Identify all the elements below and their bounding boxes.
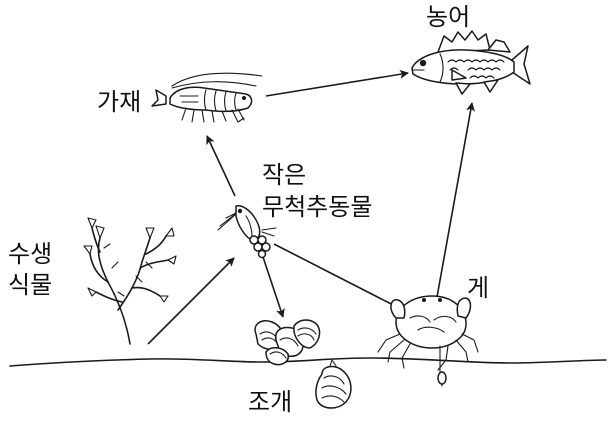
ground-line xyxy=(9,357,607,367)
arrow-invertebrate-to-clam xyxy=(261,253,285,318)
clam-illustration xyxy=(254,319,352,409)
label-small-invertebrate-line1: 작은 xyxy=(262,161,306,189)
label-bass: 농어 xyxy=(426,3,470,31)
aquatic-plant-illustration xyxy=(83,217,177,345)
label-crayfish: 가재 xyxy=(97,88,141,116)
arrow-plant-to-invertebrate xyxy=(147,257,235,345)
label-aquatic-plant-line1: 수생 xyxy=(8,240,52,268)
bass-fish-illustration xyxy=(411,30,531,95)
arrow-invertebrate-to-crab xyxy=(273,243,400,309)
label-aquatic-plant-line2: 식물 xyxy=(8,271,52,299)
label-crab: 게 xyxy=(467,274,489,302)
label-small-invertebrate-line2: 무척추동물 xyxy=(262,193,372,221)
arrow-crayfish-to-bass xyxy=(265,69,409,97)
crayfish-illustration xyxy=(151,72,263,123)
label-clam: 조개 xyxy=(248,388,292,416)
crab-illustration xyxy=(377,295,479,387)
arrow-crab-to-bass xyxy=(436,102,475,298)
arrow-invertebrate-to-crayfish xyxy=(206,135,236,197)
small-invertebrate-illustration xyxy=(217,205,277,259)
